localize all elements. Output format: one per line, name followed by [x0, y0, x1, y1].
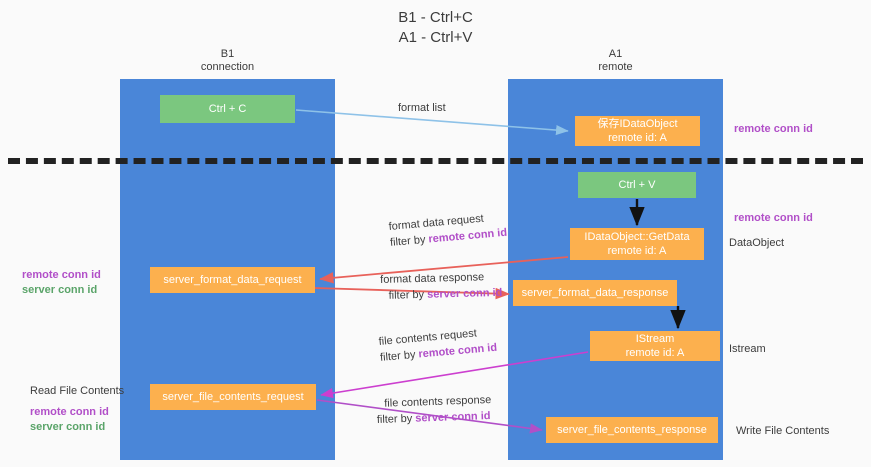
- annotation-left-conn-ids: remote conn id server conn id: [22, 268, 101, 298]
- annotation-left-bottom-remote-conn-id: remote conn id: [30, 406, 109, 418]
- node-server-format-data-response-label: server_format_data_response: [521, 287, 669, 299]
- node-server-format-data-response[interactable]: server_format_data_response: [513, 280, 677, 306]
- edge-label-file-contents-request: file contents request filter by remote c…: [378, 324, 498, 366]
- annotation-write-file-contents: Write File Contents: [736, 424, 829, 439]
- lane-header-a1: A1 remote: [508, 48, 723, 74]
- annotation-dataobject: DataObject: [729, 236, 784, 251]
- node-save-idataobject[interactable]: 保存IDataObject remote id: A: [575, 116, 700, 146]
- annotation-istream: Istream: [729, 342, 766, 357]
- node-server-file-contents-response-label: server_file_contents_response: [557, 424, 707, 436]
- annotation-remote-conn-id-top: remote conn id: [734, 122, 813, 137]
- node-ctrl-v[interactable]: Ctrl + V: [578, 172, 696, 198]
- annotation-read-file-contents-heading: Read File Contents: [30, 385, 125, 397]
- node-server-format-data-request[interactable]: server_format_data_request: [150, 267, 315, 293]
- lane-header-a1-subtitle: remote: [598, 61, 633, 73]
- node-ctrl-c-label: Ctrl + C: [208, 103, 247, 115]
- annotation-write-file-contents-text: Write File Contents: [736, 425, 830, 437]
- edge-label-format-data-response-filter-prefix: filter by: [388, 288, 428, 302]
- annotation-remote-conn-id-top-text: remote conn id: [734, 123, 813, 135]
- node-ctrl-v-label: Ctrl + V: [618, 179, 656, 191]
- edge-label-file-contents-response-filter-prefix: filter by: [376, 412, 416, 426]
- node-idataobject-getdata[interactable]: IDataObject::GetData remote id: A: [570, 228, 704, 260]
- node-save-idataobject-remote-id: remote id: A: [608, 132, 667, 144]
- edge-label-format-list: format list: [398, 100, 446, 116]
- edge-label-file-contents-response-line1: file contents response: [384, 393, 492, 410]
- lane-header-b1: B1 connection: [120, 48, 335, 74]
- annotation-remote-conn-id-mid: remote conn id: [734, 211, 813, 226]
- lane-header-b1-name: B1: [220, 48, 235, 60]
- edge-label-format-data-request-filter-key: remote conn id: [427, 226, 508, 246]
- annotation-read-file-contents: Read File Contents remote conn id server…: [30, 384, 124, 435]
- edge-label-format-data-response: format data response filter by server co…: [380, 269, 503, 304]
- edge-label-file-contents-request-filter-prefix: filter by: [379, 348, 419, 364]
- node-save-idataobject-label: 保存IDataObject: [597, 118, 678, 130]
- node-ctrl-c[interactable]: Ctrl + C: [160, 95, 295, 123]
- annotation-left-bottom-server-conn-id: server conn id: [30, 421, 106, 433]
- node-server-file-contents-response[interactable]: server_file_contents_response: [546, 417, 718, 443]
- edge-label-file-contents-response-filter-key: server conn id: [415, 410, 491, 425]
- edge-label-format-data-request-filter-prefix: filter by: [389, 233, 429, 249]
- lane-header-b1-subtitle: connection: [200, 61, 255, 73]
- annotation-left-remote-conn-id: remote conn id: [22, 269, 101, 281]
- edge-label-file-contents-response: file contents response filter by server …: [376, 392, 492, 428]
- edge-label-format-data-response-line1: format data response: [380, 271, 485, 286]
- node-istream-label: IStream: [635, 333, 675, 345]
- page-title: B1 - Ctrl+C A1 - Ctrl+V: [0, 8, 871, 48]
- annotation-istream-text: Istream: [729, 343, 766, 355]
- node-idataobject-getdata-label: IDataObject::GetData: [584, 231, 690, 243]
- phase-divider: [8, 158, 863, 164]
- title-line-2: A1 - Ctrl+V: [398, 29, 473, 46]
- edge-label-format-data-response-filter-key: server conn id: [426, 286, 503, 301]
- node-istream-remote-id: remote id: A: [625, 347, 685, 359]
- node-server-format-data-request-label: server_format_data_request: [163, 274, 302, 286]
- title-line-1: B1 - Ctrl+C: [398, 9, 473, 26]
- edge-label-format-list-text: format list: [398, 102, 446, 114]
- node-idataobject-getdata-remote-id: remote id: A: [607, 245, 667, 257]
- edge-label-file-contents-request-filter-key: remote conn id: [417, 341, 498, 361]
- node-server-file-contents-request[interactable]: server_file_contents_request: [150, 384, 316, 410]
- annotation-remote-conn-id-mid-text: remote conn id: [734, 212, 813, 224]
- edge-label-format-data-request: format data request filter by remote con…: [388, 209, 508, 251]
- annotation-left-server-conn-id: server conn id: [22, 284, 98, 296]
- annotation-dataobject-text: DataObject: [729, 237, 785, 249]
- node-server-file-contents-request-label: server_file_contents_request: [162, 391, 304, 403]
- node-istream[interactable]: IStream remote id: A: [590, 331, 720, 361]
- lane-header-a1-name: A1: [608, 48, 623, 60]
